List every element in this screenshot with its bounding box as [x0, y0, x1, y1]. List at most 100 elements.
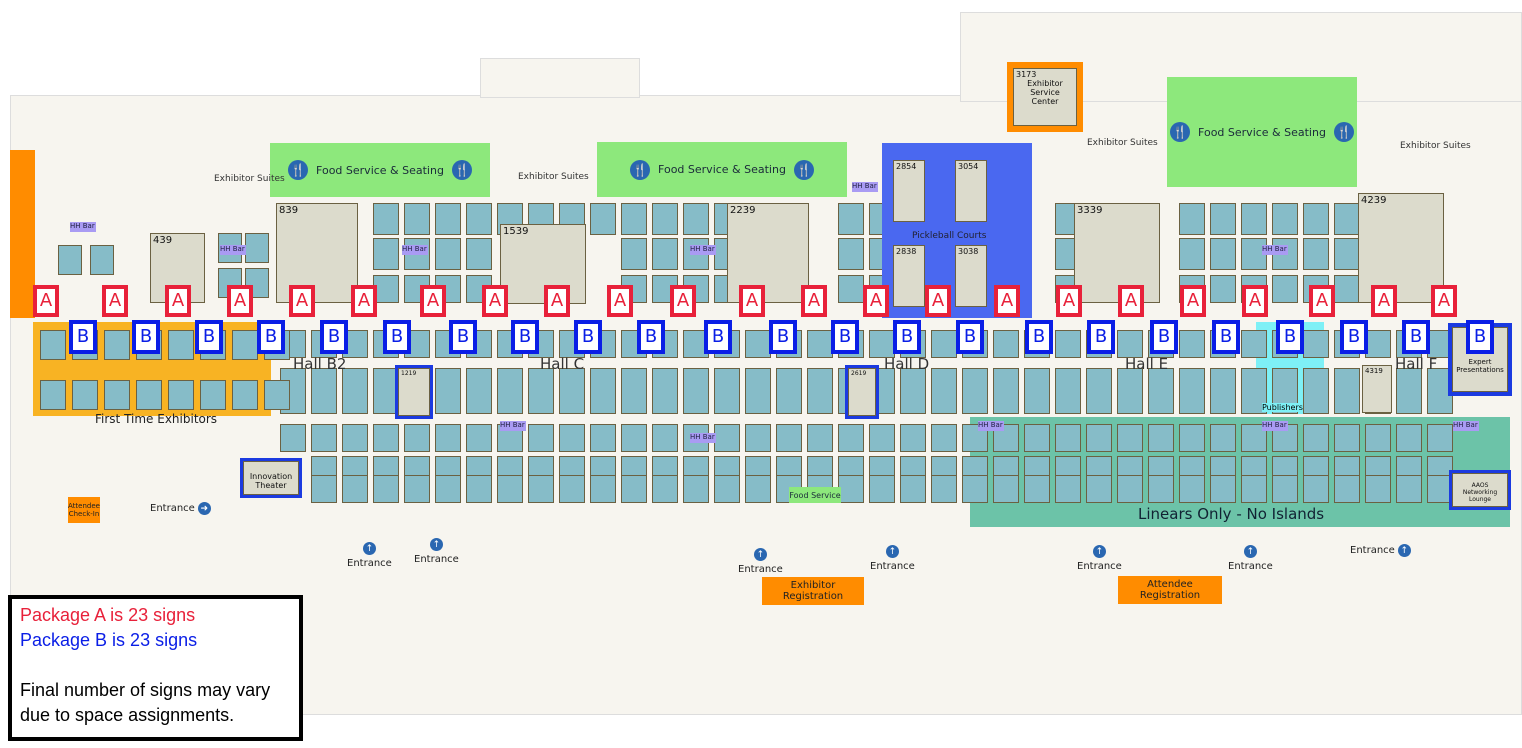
booth[interactable]	[1179, 368, 1205, 414]
booth[interactable]	[373, 203, 399, 235]
booth[interactable]: 839	[276, 203, 358, 303]
booth[interactable]	[232, 380, 258, 410]
innovation-theater[interactable]: Innovation Theater	[240, 458, 302, 498]
booth[interactable]	[435, 424, 461, 452]
booth[interactable]	[652, 238, 678, 270]
booth[interactable]	[373, 424, 399, 452]
booth[interactable]	[466, 368, 492, 414]
booth[interactable]	[993, 475, 1019, 503]
booth[interactable]	[1117, 330, 1143, 358]
booth[interactable]	[1210, 203, 1236, 235]
booth[interactable]	[1303, 238, 1329, 270]
entrance[interactable]: ↑Entrance	[1077, 545, 1122, 572]
booth[interactable]	[1427, 424, 1453, 452]
entrance[interactable]: ↑Entrance	[870, 545, 915, 572]
booth[interactable]	[745, 424, 771, 452]
booth[interactable]	[621, 424, 647, 452]
booth[interactable]	[373, 275, 399, 303]
booth[interactable]	[869, 475, 895, 503]
booth[interactable]	[342, 424, 368, 452]
booth[interactable]	[1024, 475, 1050, 503]
booth[interactable]	[869, 330, 895, 358]
booth[interactable]	[1396, 475, 1422, 503]
booth[interactable]	[1055, 368, 1081, 414]
booth[interactable]	[745, 475, 771, 503]
booth[interactable]: 3054	[955, 160, 987, 222]
booth[interactable]	[342, 475, 368, 503]
booth[interactable]	[245, 233, 269, 263]
booth[interactable]	[1055, 475, 1081, 503]
booth[interactable]: 1539	[500, 224, 586, 304]
booth[interactable]	[1117, 424, 1143, 452]
booth[interactable]	[869, 424, 895, 452]
booth[interactable]	[1334, 275, 1360, 303]
booth[interactable]	[776, 424, 802, 452]
entrance[interactable]: ↑Entrance	[414, 538, 459, 565]
booth[interactable]	[807, 368, 833, 414]
booth[interactable]	[931, 368, 957, 414]
booth[interactable]	[1179, 238, 1205, 270]
booth[interactable]	[1241, 475, 1267, 503]
booth[interactable]	[962, 475, 988, 503]
booth[interactable]	[1303, 203, 1329, 235]
networking-lounge[interactable]: 1219	[395, 365, 433, 419]
booth[interactable]	[1303, 330, 1329, 358]
booth[interactable]	[466, 238, 492, 270]
booth[interactable]	[838, 203, 864, 235]
booth[interactable]	[931, 424, 957, 452]
booth[interactable]	[931, 475, 957, 503]
booth[interactable]	[590, 368, 616, 414]
booth[interactable]	[714, 475, 740, 503]
booth[interactable]	[404, 203, 430, 235]
booth[interactable]	[280, 424, 306, 452]
entrance[interactable]: Entrance↑	[1350, 544, 1411, 557]
booth[interactable]	[342, 368, 368, 414]
booth[interactable]	[683, 475, 709, 503]
booth[interactable]	[1024, 424, 1050, 452]
booth[interactable]	[1210, 475, 1236, 503]
booth[interactable]	[559, 424, 585, 452]
booth[interactable]	[621, 368, 647, 414]
booth[interactable]	[1086, 475, 1112, 503]
booth[interactable]	[1427, 475, 1453, 503]
booth[interactable]: 2619	[845, 365, 879, 419]
booth[interactable]	[993, 368, 1019, 414]
booth[interactable]	[264, 380, 290, 410]
booth[interactable]	[40, 380, 66, 410]
booth[interactable]	[1334, 203, 1360, 235]
booth[interactable]	[1334, 424, 1360, 452]
booth[interactable]	[528, 424, 554, 452]
booth[interactable]	[559, 368, 585, 414]
booth[interactable]	[232, 330, 258, 360]
booth[interactable]	[497, 475, 523, 503]
booth[interactable]	[621, 238, 647, 270]
booth[interactable]	[1334, 475, 1360, 503]
booth[interactable]	[435, 475, 461, 503]
booth[interactable]	[838, 238, 864, 270]
booth[interactable]	[1179, 424, 1205, 452]
booth[interactable]	[838, 475, 864, 503]
booth[interactable]	[745, 368, 771, 414]
booth[interactable]	[90, 245, 114, 275]
booth[interactable]	[1272, 475, 1298, 503]
booth[interactable]	[1334, 238, 1360, 270]
booth[interactable]	[311, 475, 337, 503]
booth[interactable]	[1272, 275, 1298, 303]
booth[interactable]	[466, 203, 492, 235]
booth[interactable]: 2838	[893, 245, 925, 307]
booth[interactable]	[590, 424, 616, 452]
booth[interactable]	[900, 424, 926, 452]
booth[interactable]	[435, 203, 461, 235]
booth[interactable]	[807, 330, 833, 358]
entrance[interactable]: ↑Entrance	[738, 548, 783, 575]
booth[interactable]	[72, 380, 98, 410]
booth[interactable]	[1148, 475, 1174, 503]
booth[interactable]	[838, 424, 864, 452]
booth[interactable]	[404, 424, 430, 452]
booth[interactable]	[1148, 424, 1174, 452]
booth[interactable]	[683, 368, 709, 414]
booth[interactable]	[40, 330, 66, 360]
booth[interactable]	[1396, 368, 1422, 414]
booth[interactable]: 2854	[893, 160, 925, 222]
booth[interactable]	[776, 368, 802, 414]
